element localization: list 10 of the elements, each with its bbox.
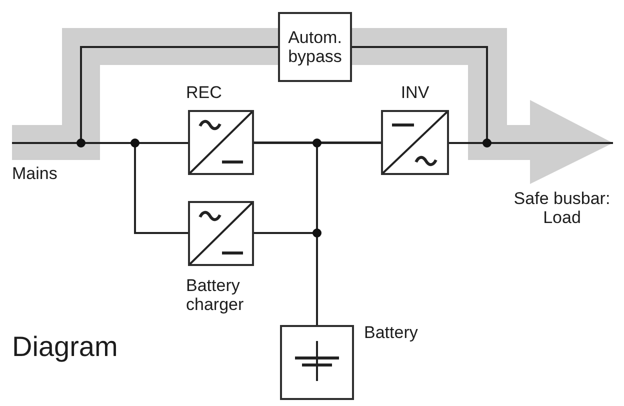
component-label: Battery charger: [186, 276, 245, 314]
component-label: INV: [400, 83, 430, 102]
connector-line: [254, 142, 381, 144]
component-label: Battery: [364, 323, 419, 342]
bypass-switch-box: [278, 12, 352, 82]
output-label: Safe busbar: Load: [512, 189, 612, 227]
component-label: REC: [186, 83, 223, 102]
diagram-title: Diagram: [12, 330, 118, 364]
input-label: Mains: [12, 164, 58, 183]
box-label: Autom. bypass: [287, 28, 343, 66]
